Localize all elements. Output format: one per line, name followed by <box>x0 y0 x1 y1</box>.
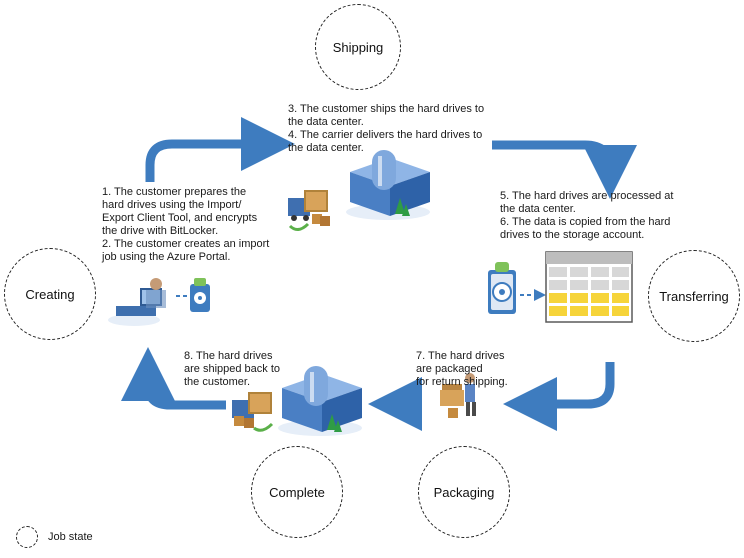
state-complete-label: Complete <box>269 484 325 500</box>
packaging-worker-icon <box>440 373 476 418</box>
storage-table-icon <box>545 251 633 323</box>
locked-drive-icon-right <box>488 262 516 314</box>
state-packaging: Packaging <box>418 446 510 538</box>
note-packaging: 7. The hard drives are packaged for retu… <box>416 350 508 388</box>
legend-dashed-circle-icon <box>16 526 38 548</box>
note-creating: 1. The customer prepares the hard drives… <box>102 186 270 263</box>
note-complete: 8. The hard drives are shipped back to t… <box>184 350 281 388</box>
truck-boxes-icon-top <box>288 190 330 231</box>
person-desk-icon <box>108 278 166 326</box>
state-creating: Creating <box>4 248 96 340</box>
note-shipping: 3. The customer ships the hard drives to… <box>288 103 485 154</box>
state-shipping-label: Shipping <box>332 39 384 55</box>
datacenter-building-icon-bottom <box>278 366 362 436</box>
state-complete: Complete <box>251 446 343 538</box>
note-transferring: 5. The hard drives are processed at the … <box>500 190 674 241</box>
locked-drive-icon-left <box>190 278 210 312</box>
datacenter-building-icon-top <box>346 150 430 220</box>
flow-arrow-creating-to-shipping <box>145 117 295 182</box>
state-transferring: Transferring <box>648 250 740 342</box>
state-packaging-label: Packaging <box>433 484 495 500</box>
state-shipping: Shipping <box>315 4 401 90</box>
legend-label: Job state <box>48 531 93 543</box>
flow-arrow-transferring-to-packaging <box>503 362 615 431</box>
flow-arrow-shipping-to-transferring <box>492 140 637 199</box>
legend: Job state <box>16 526 93 548</box>
truck-boxes-icon-bottom <box>232 392 274 432</box>
state-transferring-label: Transferring <box>659 288 729 304</box>
flow-arrow-complete-to-creating <box>121 347 226 410</box>
state-creating-label: Creating <box>25 286 75 302</box>
